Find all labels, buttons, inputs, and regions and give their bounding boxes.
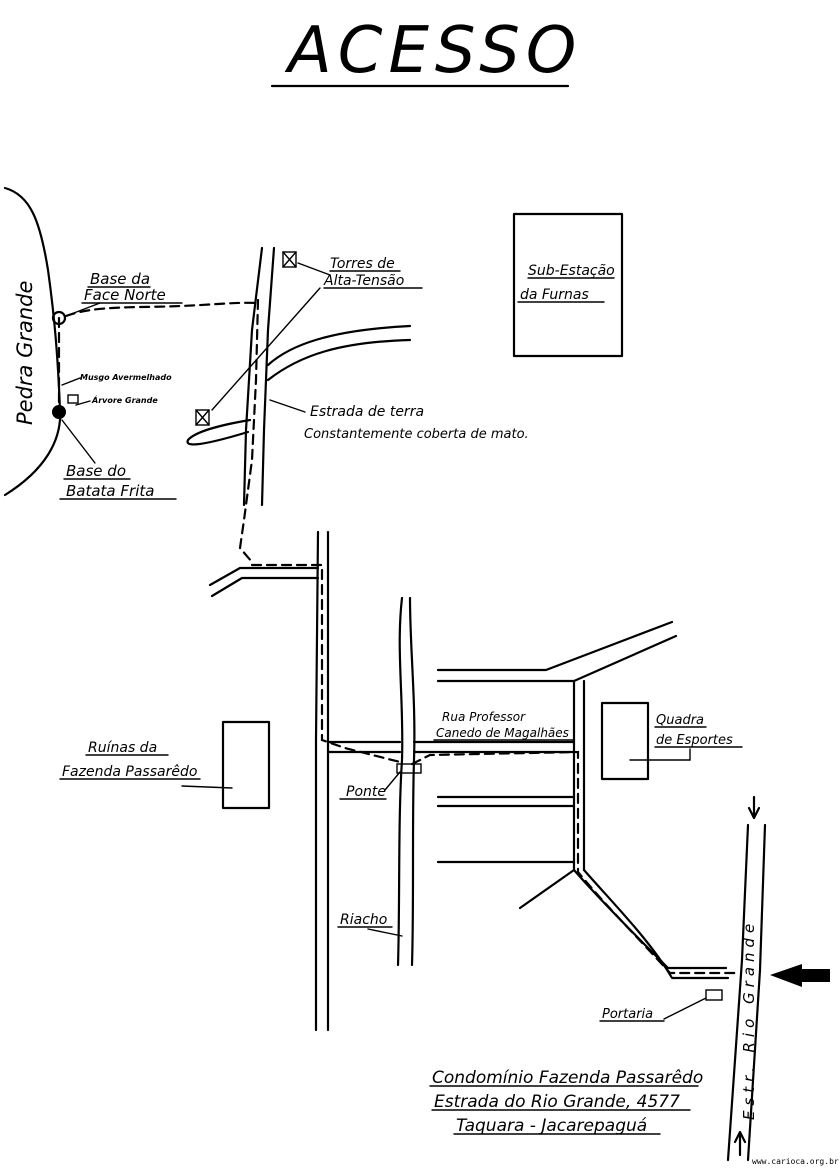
sub-estacao-label-1: Sub-Estação — [528, 263, 615, 279]
trail-dirt-road — [238, 298, 260, 564]
torres-label-2: Alta-Tensão — [323, 273, 404, 289]
pedra-grande-label: Pedra Grande — [13, 281, 37, 425]
pointer-arrow — [211, 287, 321, 411]
torres-label-1: Torres de — [330, 256, 395, 272]
musgo-label: Musgo Avermelhado — [80, 373, 172, 382]
address-line-1: Condomínio Fazenda Passarêdo — [432, 1068, 703, 1088]
ponte-label: Ponte — [346, 784, 386, 800]
rio-grande-label: Estr. Rio Grande — [740, 919, 758, 1120]
dirt-road-edge-left — [242, 246, 264, 507]
rua-label-1: Rua Professor — [442, 710, 526, 724]
pointer-arrow — [269, 399, 306, 413]
branch-road-left — [186, 418, 252, 446]
ruinas-label-1: Ruínas da — [88, 740, 157, 756]
face-norte-trail — [64, 301, 260, 318]
pointer-arrow — [629, 748, 691, 761]
dirt-road-edge-right — [260, 246, 276, 507]
entry-arrow-icon — [770, 964, 830, 987]
pedra-grande-outline — [3, 186, 62, 497]
pointer-arrow — [297, 262, 331, 276]
riacho-label: Riacho — [340, 912, 387, 928]
address-line-2: Estrada do Rio Grande, 4577 — [434, 1092, 680, 1112]
quadra-label-2: de Esportes — [656, 733, 733, 748]
rio-grande-road-edge-right — [746, 823, 767, 1162]
ruinas-building — [221, 720, 271, 810]
street-edge — [436, 634, 678, 683]
main-road-edge-left — [314, 530, 320, 1032]
rio-grande-road-edge-left — [726, 823, 750, 1162]
sub-estacao-label-2: da Furnas — [520, 287, 589, 303]
base-face-norte-label-1: Base da — [90, 270, 150, 288]
watermark: www.carioca.org.br — [752, 1157, 839, 1166]
base-batata-label-2: Batata Frita — [66, 482, 154, 500]
portaria-building — [705, 989, 723, 1001]
trail-access-road — [410, 750, 737, 975]
pointer-arrow — [75, 400, 91, 406]
side-road-top — [208, 566, 320, 587]
address-line-3: Taquara - Jacarepaguá — [456, 1116, 647, 1136]
tower-icon — [195, 409, 210, 426]
direction-arrowhead — [747, 806, 761, 820]
pointer-arrow — [367, 928, 403, 937]
street-edge — [436, 620, 674, 672]
arvore-label: Árvore Grande — [91, 394, 158, 405]
quadra-label-1: Quadra — [656, 713, 704, 728]
side-road-bottom — [210, 576, 320, 598]
estrada-terra-label-2: Constantemente coberta de mato. — [304, 427, 529, 442]
street-edge — [518, 679, 576, 910]
portaria-label: Portaria — [602, 1007, 653, 1022]
direction-arrowhead — [733, 1130, 747, 1144]
ruinas-label-2: Fazenda Passarêdo — [62, 764, 197, 780]
pointer-arrow — [384, 771, 401, 791]
base-batata-label-1: Base do — [66, 462, 126, 480]
base-face-norte-label-2: Face Norte — [84, 286, 166, 304]
branch-road-bottom — [266, 338, 412, 382]
pointer-arrow — [61, 419, 96, 464]
page-title: ACESSO — [284, 14, 582, 88]
pointer-arrow — [181, 785, 233, 789]
tower-icon — [282, 251, 297, 268]
bridge-icon — [396, 763, 422, 774]
tower-icon-cross — [282, 251, 297, 268]
tower-icon-cross — [195, 409, 210, 426]
sub-estacao-building — [512, 212, 624, 358]
quadra-building — [600, 701, 650, 781]
branch-road-top — [266, 324, 412, 367]
estrada-terra-label-1: Estrada de terra — [310, 404, 424, 420]
trail-main-road — [250, 563, 402, 764]
stream-edge-right — [408, 596, 416, 967]
tree-icon — [67, 394, 79, 404]
rua-label-2: Canedo de Magalhães — [436, 726, 569, 740]
stream-edge-left — [396, 596, 404, 967]
access-road-edge — [582, 868, 730, 980]
pointer-arrow — [663, 997, 707, 1020]
pointer-arrow — [61, 377, 81, 386]
pointer-arrow — [65, 302, 101, 317]
